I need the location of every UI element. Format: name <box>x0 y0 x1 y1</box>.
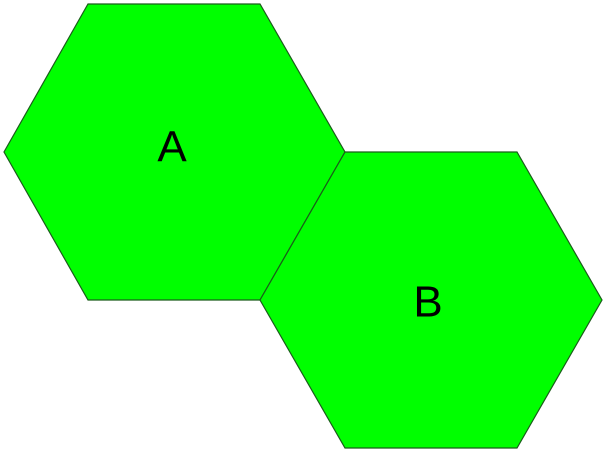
hexagon-b <box>259 151 603 449</box>
hexagon-a-label: A <box>157 123 187 172</box>
hexagon-b-group: B <box>259 151 603 449</box>
hexagon-b-label: B <box>413 278 442 327</box>
